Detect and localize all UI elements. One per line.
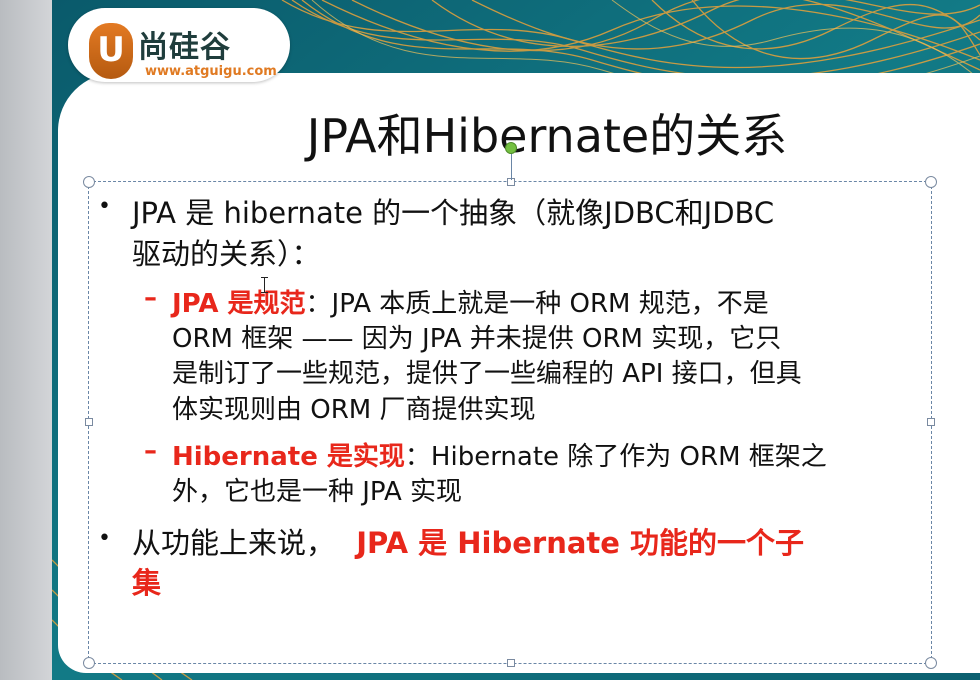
slide-canvas[interactable]: U 尚硅谷 www.atguigu.com JPA和Hibernate的关系 •… (52, 0, 980, 680)
bullet-marker: • (98, 526, 111, 551)
slide-thumbnail-pane-edge[interactable] (0, 0, 52, 680)
sub1-line3: 是制订了一些规范，提供了一些编程的 API 接口，但具 (172, 359, 802, 389)
brand-name: 尚硅谷 (138, 30, 231, 65)
rotate-connector (511, 152, 512, 180)
slide-content-panel (58, 73, 980, 673)
rotate-handle[interactable] (505, 142, 517, 154)
sub1-line1: JPA 是规范：JPA 本质上就是一种 ORM 规范，不是 (172, 283, 769, 320)
sub2-line2: 外，它也是一种 JPA 实现 (172, 477, 462, 507)
resize-handle-bottom-left[interactable] (83, 657, 95, 669)
sub1-line2: ORM 框架 —— 因为 JPA 并未提供 ORM 实现，它只 (172, 324, 782, 354)
resize-handle-top-left[interactable] (83, 176, 95, 188)
sub2-label: Hibernate 是实现 (172, 442, 405, 472)
resize-handle-left[interactable] (85, 418, 93, 426)
sub2-text: ：Hibernate 除了作为 ORM 框架之 (404, 442, 827, 472)
text-cursor-icon (261, 277, 268, 293)
slide-title[interactable]: JPA和Hibernate的关系 (306, 109, 788, 163)
sub1-line4: 体实现则由 ORM 厂商提供实现 (172, 395, 536, 425)
resize-handle-bottom[interactable] (507, 659, 515, 667)
bullet1-line1: JPA 是 hibernate 的一个抽象（就像JDBC和JDBC (132, 196, 775, 230)
bullet1-line2: 驱动的关系）： (132, 237, 321, 271)
dash-marker: – (144, 436, 157, 466)
selected-text-box[interactable] (83, 142, 937, 669)
brand-u-icon: U (89, 23, 133, 79)
sub1-label: JPA 是规范 (172, 289, 306, 319)
bullet2-emphasis: JPA 是 Hibernate 功能的一个子 (356, 526, 805, 560)
bullet-marker: • (98, 194, 111, 219)
bullet2-line1: 从功能上来说， JPA 是 Hibernate 功能的一个子 (132, 520, 804, 562)
resize-handle-top-right[interactable] (925, 176, 937, 188)
bullet2-line2: 集 (132, 566, 162, 600)
brand-url: www.atguigu.com (145, 64, 277, 79)
brand-logo: U 尚硅谷 www.atguigu.com (68, 8, 290, 82)
sub2-line1: Hibernate 是实现：Hibernate 除了作为 ORM 框架之 (172, 436, 827, 473)
resize-handle-right[interactable] (927, 418, 935, 426)
resize-handle-bottom-right[interactable] (925, 657, 937, 669)
dash-marker: – (144, 283, 157, 313)
bullet2-prefix: 从功能上来说， (132, 526, 336, 560)
sub1-text: ：JPA 本质上就是一种 ORM 规范，不是 (305, 289, 769, 319)
